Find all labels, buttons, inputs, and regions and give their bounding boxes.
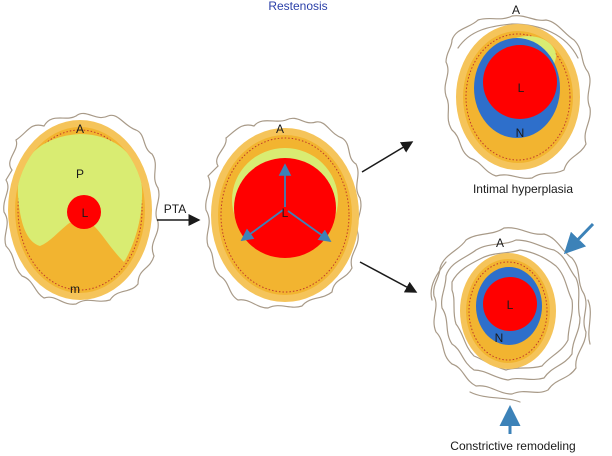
arrow-to-intimal-hyperplasia (361, 141, 414, 173)
label-adventitia: A (276, 122, 284, 136)
adventitia-outline-inner (457, 23, 579, 59)
label-adventitia: A (76, 122, 84, 136)
caption-intimal-hyperplasia: Intimal hyperplasia (473, 182, 573, 196)
label-neointima: N (495, 331, 504, 345)
label-lumen: L (507, 298, 514, 312)
label-lumen: L (282, 206, 289, 220)
pta-step: PTA (157, 202, 201, 226)
lumen (483, 45, 557, 119)
dilation-arrow-right (287, 210, 332, 243)
adventitia-strands (430, 261, 591, 403)
lumen-narrow (67, 195, 101, 229)
vessel-after-pta: A L (205, 117, 362, 309)
adventitia-outline (444, 15, 591, 179)
label-plaque: P (76, 167, 84, 181)
internal-elastic-lamina (465, 33, 571, 161)
label-adventitia: A (496, 236, 504, 250)
adventitia-outline-3 (451, 249, 574, 371)
adventitia-outline (433, 227, 587, 395)
label-lumen: L (82, 206, 89, 220)
arrow-to-constrictive-remodeling (359, 261, 418, 293)
label-adventitia: A (512, 3, 520, 17)
label-lumen: L (518, 81, 525, 95)
internal-elastic-lamina (220, 137, 350, 293)
vessel-intimal-hyperplasia: A L N Intimal hyperplasia (444, 3, 591, 196)
label-pta: PTA (164, 202, 186, 216)
adventitia-outline (205, 117, 362, 309)
caption-constrictive-remodeling: Constrictive remodeling (450, 439, 575, 453)
vessel-constrictive-remodeling: A L N Constrictive remodeling (430, 222, 595, 453)
internal-elastic-lamina (468, 261, 548, 361)
vessel-before-treatment: A P L m (3, 112, 160, 305)
adventitia-outline (3, 112, 160, 305)
compression-arrow-top (563, 222, 595, 255)
adventitia-outline-2 (440, 239, 581, 381)
label-media: m (70, 282, 80, 296)
dilation-arrow-left (240, 209, 284, 242)
internal-elastic-lamina (17, 129, 143, 291)
lumen-dilated (234, 158, 336, 258)
label-neointima: N (516, 126, 525, 140)
diagram-title: Restenosis (268, 0, 327, 13)
lumen (483, 277, 537, 331)
